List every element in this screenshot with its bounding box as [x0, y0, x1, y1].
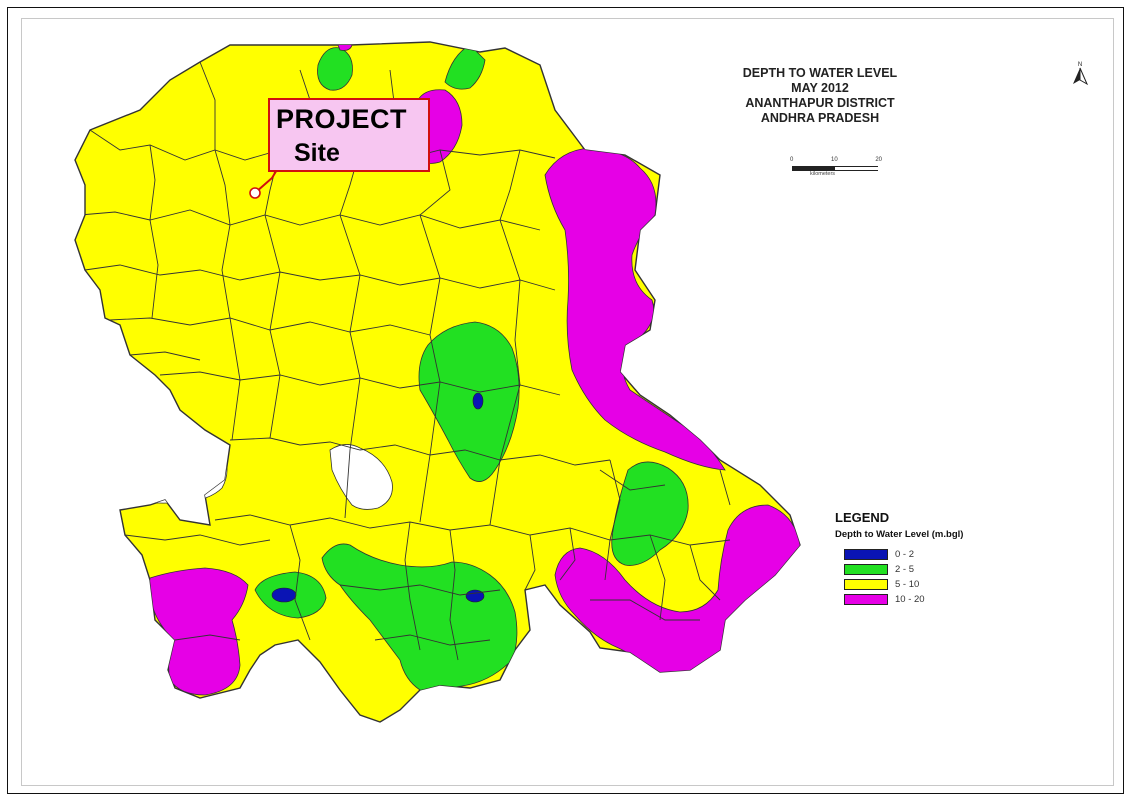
map-title-block: DEPTH TO WATER LEVEL MAY 2012 ANANTHAPUR… [700, 66, 940, 126]
callout-title: PROJECT [276, 104, 408, 134]
scale-bar-line [792, 166, 878, 171]
north-label: N [1078, 62, 1082, 68]
scale-tick-1: 10 [830, 157, 838, 163]
mandal-boundaries [79, 61, 731, 661]
zone-0-2-south-west [271, 587, 297, 603]
north-arrow-icon: N [1068, 60, 1092, 88]
map-title-line-3: ANANTHAPUR DISTRICT [745, 96, 895, 110]
scale-bar: 0 10 20 kilometers [790, 157, 882, 181]
excluded-area-central [329, 444, 393, 510]
legend-item: 5 - 10 [844, 577, 1045, 592]
legend-swatch-0-2 [844, 549, 888, 560]
zone-10-20-east-band [544, 147, 726, 471]
scale-unit: kilometers [810, 171, 836, 177]
map-title-line-2: MAY 2012 [791, 81, 849, 95]
project-site-marker [249, 187, 261, 199]
zone-0-2-south [465, 589, 485, 603]
zone-2-5-north-west [317, 47, 353, 91]
project-site-callout: PROJECT Site [268, 98, 430, 172]
legend-label-5-10: 5 - 10 [895, 579, 920, 590]
legend-item: 2 - 5 [844, 562, 1045, 577]
legend-swatch-2-5 [844, 564, 888, 575]
excluded-area-west [118, 440, 228, 504]
zone-2-5-central [418, 321, 520, 482]
legend-title: LEGEND [835, 510, 890, 525]
legend-label-2-5: 2 - 5 [895, 564, 915, 575]
map-title-line-1: DEPTH TO WATER LEVEL [742, 66, 898, 80]
scale-tick-2: 20 [875, 157, 882, 163]
legend-item: 10 - 20 [844, 592, 1045, 607]
zone-10-20-south-west [148, 567, 249, 696]
legend-item: 0 - 2 [844, 547, 1045, 562]
zone-2-5-north [444, 44, 486, 90]
legend-swatch-10-20 [844, 594, 888, 605]
callout-subtitle: Site [294, 139, 340, 167]
legend-subtitle: Depth to Water Level (m.bgl) [835, 529, 964, 540]
legend-label-10-20: 10 - 20 [895, 594, 925, 605]
map-title-line-4: ANDHRA PRADESH [760, 111, 880, 125]
zone-0-2-central [472, 392, 484, 410]
map-inner-frame [21, 18, 1114, 786]
zone-10-20-top-dot [337, 42, 353, 51]
legend-label-0-2: 0 - 2 [895, 549, 915, 560]
scale-tick-0: 0 [790, 157, 794, 163]
legend: LEGEND Depth to Water Level (m.bgl) 0 - … [835, 510, 1045, 607]
legend-swatch-5-10 [844, 579, 888, 590]
